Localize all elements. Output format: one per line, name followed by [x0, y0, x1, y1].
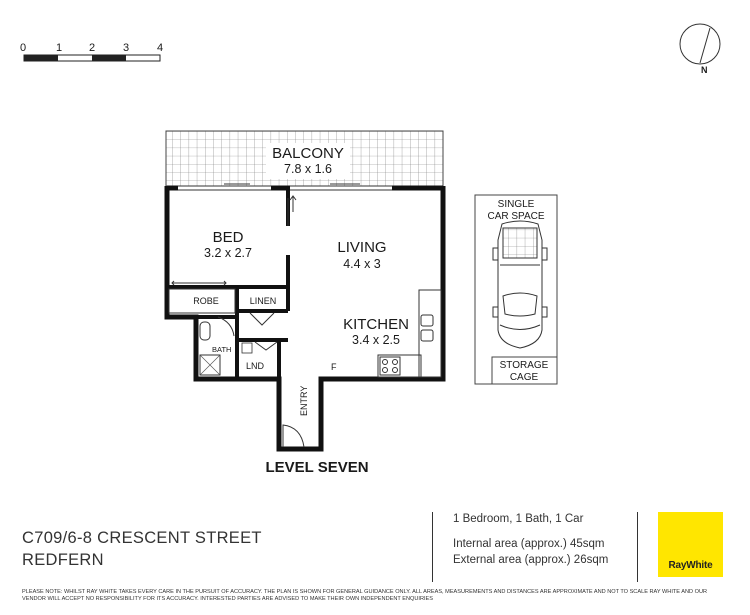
address-line2: REDFERN [22, 551, 104, 569]
disclaimer: PLEASE NOTE: WHILST RAY WHITE TAKES EVER… [22, 589, 708, 602]
entry-label: ENTRY [299, 386, 309, 416]
external-area: External area (approx.) 26sqm [453, 554, 609, 566]
scale-bar: 0 1 2 3 4 [20, 42, 163, 62]
laundry: LND [241, 341, 278, 371]
floor-plan-drawing: 0 1 2 3 4 N BALCONY 7.8 x 1.6 [20, 23, 721, 476]
car-space: SINGLE CAR SPACE STORAGE CAGE [474, 194, 558, 385]
raywhite-logo: RayWhite [658, 512, 723, 577]
bed-dims: 3.2 x 2.7 [204, 246, 252, 260]
scale-tick-1: 1 [56, 42, 62, 54]
compass-icon: N [679, 23, 721, 75]
brand-name: RayWhite [668, 560, 713, 571]
compass-north-label: N [701, 65, 708, 75]
fridge-label: F [331, 362, 337, 372]
storage-line2: CAGE [510, 372, 539, 383]
linen: LINEN [249, 296, 277, 326]
scale-tick-2: 2 [89, 42, 95, 54]
address-line1: C709/6-8 CRESCENT STREET [22, 529, 262, 547]
bathroom: BATH [199, 316, 235, 376]
summary-text: 1 Bedroom, 1 Bath, 1 Car [453, 513, 584, 525]
balcony-dims: 7.8 x 1.6 [284, 162, 332, 176]
scale-tick-3: 3 [123, 42, 129, 54]
entry-door: ENTRY [282, 386, 309, 448]
divider-right [637, 512, 638, 582]
bed-label: BED [213, 229, 244, 246]
sliding-doors [178, 183, 392, 191]
car-icon [492, 220, 548, 349]
balcony-label: BALCONY [272, 145, 344, 162]
balcony: BALCONY 7.8 x 1.6 [165, 130, 444, 187]
divider-left [432, 512, 433, 582]
scale-tick-0: 0 [20, 42, 26, 54]
car-space-line1: SINGLE [498, 199, 535, 210]
internal-area: Internal area (approx.) 45sqm [453, 538, 605, 550]
living-dims: 4.4 x 3 [343, 257, 381, 271]
scale-tick-4: 4 [157, 42, 163, 54]
level-label: LEVEL SEVEN [265, 459, 368, 476]
bath-label: BATH [212, 345, 231, 354]
kitchen-label: KITCHEN [343, 316, 409, 333]
storage-line1: STORAGE [500, 360, 549, 371]
bed-door [287, 195, 297, 226]
robe: ROBE [168, 280, 236, 314]
interior-walls [167, 188, 290, 379]
car-space-line2: CAR SPACE [487, 211, 544, 222]
laundry-label: LND [246, 361, 265, 371]
living-label: LIVING [337, 239, 386, 256]
kitchen-dims: 3.4 x 2.5 [352, 333, 400, 347]
robe-label: ROBE [193, 296, 219, 306]
kitchen-joinery: F [331, 289, 442, 378]
linen-label: LINEN [250, 296, 277, 306]
